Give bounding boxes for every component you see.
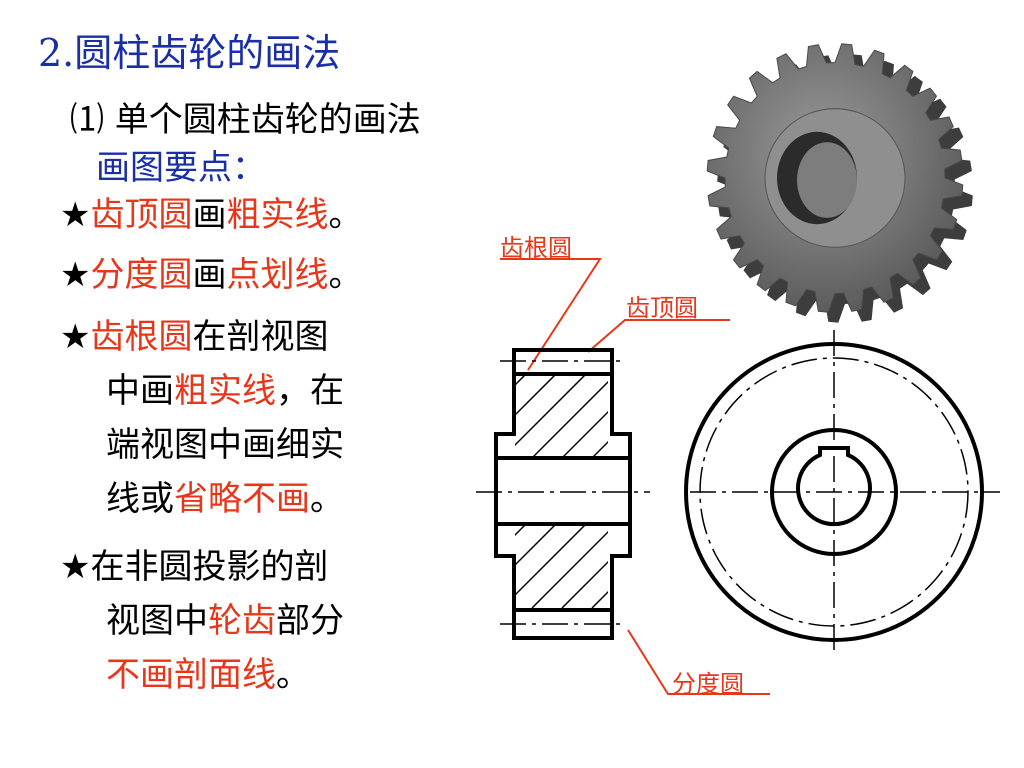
bullet-text: 中画	[106, 371, 174, 411]
bullet-text: 在剖视图	[192, 317, 329, 357]
bullet-text: 线或	[106, 479, 174, 519]
hatch-line	[202, 372, 438, 608]
bullet-text: 粗实线	[226, 195, 329, 235]
bore-keyway	[796, 446, 872, 527]
bullet-root-circle-line2: 中画粗实线，在	[106, 364, 344, 418]
hatch-line	[515, 372, 559, 417]
hatch-line	[142, 372, 378, 608]
hatch-line	[515, 500, 608, 597]
hatch-line	[22, 372, 258, 608]
hub-circle	[770, 428, 898, 556]
hatch-line	[0, 372, 48, 608]
hatch-line	[232, 372, 468, 608]
hatch-line	[0, 372, 198, 608]
hatch-line	[531, 530, 608, 608]
bullet-root-circle: ★齿根圆在剖视图	[60, 310, 328, 364]
hatch-line	[0, 372, 78, 608]
star-icon: ★	[60, 547, 91, 587]
hatch-line	[82, 372, 318, 608]
star-icon: ★	[60, 317, 91, 357]
bullet-root-circle-line3: 端视图中画细实	[106, 418, 344, 472]
star-icon: ★	[60, 255, 91, 295]
bullet-text: 端视图中画细实	[106, 425, 344, 465]
hatch-line	[172, 372, 408, 608]
leader-pitch-circle	[627, 629, 770, 695]
bullet-tip-circle: ★齿顶圆画粗实线。	[60, 188, 362, 242]
callout-leaders	[500, 258, 770, 695]
bullet-text: 在非圆投影的剖	[90, 547, 329, 587]
bullet-text: 轮齿	[208, 601, 276, 641]
hatch-line	[515, 380, 608, 477]
bullet-text: 齿顶圆	[90, 195, 193, 235]
hatch-line	[561, 560, 608, 608]
bullet-no-hatch-line3: 不画剖面线。	[106, 648, 310, 702]
bullet-text: 不画剖面线	[106, 655, 276, 695]
bullet-text: ，在	[276, 371, 344, 411]
bullet-text: 部分	[276, 601, 344, 641]
hatch-line	[112, 372, 348, 608]
bullet-text: 点划线	[226, 255, 329, 295]
hatch-line	[0, 372, 228, 608]
keypoints-label: 画图要点：	[96, 148, 266, 188]
callout-tip-circle: 齿顶圆	[626, 294, 698, 322]
bullet-no-hatch-line2: 视图中轮齿部分	[106, 594, 344, 648]
hatch-line	[515, 372, 529, 387]
hatch-line	[262, 372, 498, 608]
tip-circle	[684, 342, 984, 642]
bullet-text: 。	[328, 195, 363, 235]
bullet-no-hatch: ★在非圆投影的剖	[60, 540, 328, 594]
callout-root-circle: 齿根圆	[500, 234, 572, 262]
bullet-text: 。	[328, 255, 363, 295]
gear-section-view	[0, 348, 650, 640]
bullet-text: 。	[310, 479, 344, 519]
hatch-line	[0, 372, 138, 608]
hatch-line	[0, 372, 18, 608]
hatch-line	[0, 372, 108, 608]
hatch-line	[52, 372, 288, 608]
star-icon: ★	[60, 195, 91, 235]
leader-tip-circle	[587, 319, 730, 353]
hatch-line	[0, 372, 168, 608]
section-subtitle: ⑴ 单个圆柱齿轮的画法	[70, 100, 421, 140]
bullet-text: 齿根圆	[90, 317, 193, 357]
bullet-root-circle-line4: 线或省略不画。	[106, 472, 344, 526]
bullet-text: 粗实线	[174, 371, 276, 411]
bullet-text: 画	[192, 195, 227, 235]
hatch-line	[515, 372, 589, 447]
bullet-pitch-circle: ★分度圆画点划线。	[60, 248, 362, 302]
bullet-text: 。	[276, 655, 310, 695]
leader-root-circle	[500, 258, 602, 371]
bullet-text: 分度圆	[90, 255, 193, 295]
gear-3d-bore-inner	[797, 142, 857, 218]
page-title: 2.圆柱齿轮的画法	[38, 31, 341, 75]
pitch-circle	[699, 357, 969, 627]
bullet-text: 画	[192, 255, 227, 295]
gear-3d-image	[706, 43, 973, 323]
bullet-text: 省略不画	[174, 479, 310, 519]
gear-end-view	[684, 330, 1000, 655]
section-outline	[494, 348, 632, 640]
bullet-text: 视图中	[106, 601, 208, 641]
